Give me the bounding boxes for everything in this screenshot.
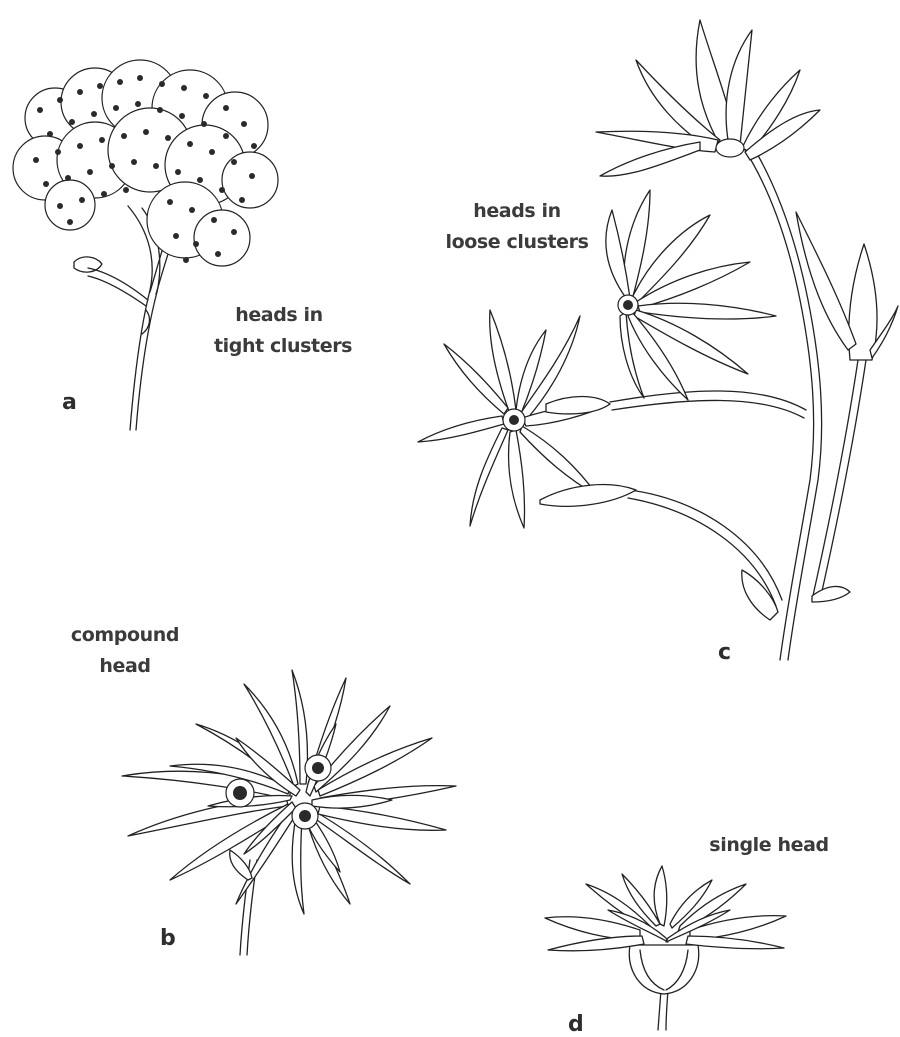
caption-c-line1: heads in xyxy=(442,196,592,227)
caption-a-line2: tight clusters xyxy=(214,331,344,362)
caption-b-compound-head: compound head xyxy=(60,620,190,682)
figure-d-single-head-drawing xyxy=(545,866,786,1030)
caption-b-line2: head xyxy=(60,651,190,682)
figure-a-tight-cluster-drawing xyxy=(13,60,278,430)
figure-letter-c: c xyxy=(718,640,731,665)
figure-letter-d: d xyxy=(568,1012,584,1037)
figure-c-loose-cluster-drawing xyxy=(418,20,898,660)
caption-a-line1: heads in xyxy=(214,300,344,331)
figure-b-compound-head-drawing xyxy=(122,670,456,955)
caption-a-tight-clusters: heads in tight clusters xyxy=(214,300,344,362)
figure-letter-a: a xyxy=(62,390,77,415)
caption-d-single-head: single head xyxy=(704,830,834,861)
caption-b-line1: compound xyxy=(60,620,190,651)
caption-c-loose-clusters: heads in loose clusters xyxy=(442,196,592,258)
caption-d-text: single head xyxy=(704,830,834,861)
figure-letter-b: b xyxy=(160,926,176,951)
caption-c-line2: loose clusters xyxy=(442,227,592,258)
